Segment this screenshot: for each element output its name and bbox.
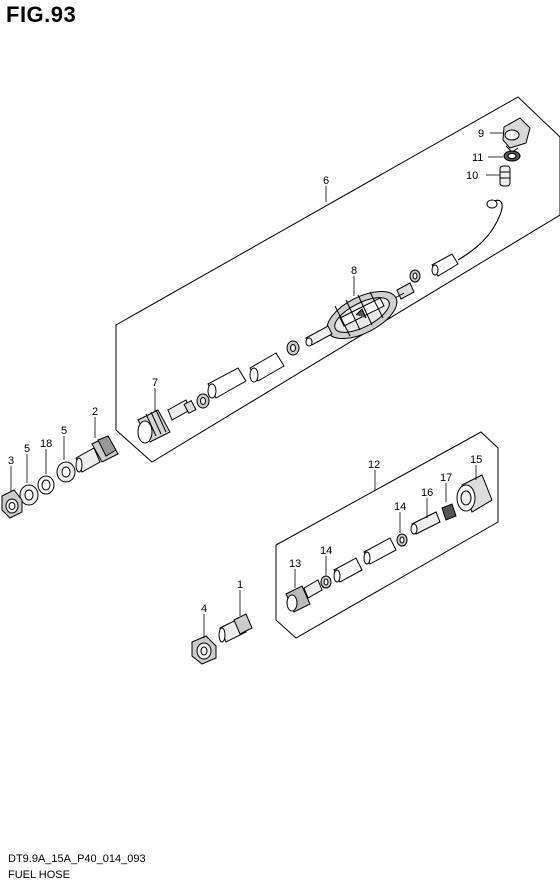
callout-10: 10 — [466, 170, 478, 182]
part-4-nut[interactable] — [191, 635, 217, 665]
part-5-washer-left[interactable] — [19, 484, 39, 506]
part-3-nut[interactable] — [1, 489, 23, 519]
part-11-clip[interactable] — [503, 150, 521, 162]
diagram-code: DT9.9A_15A_P40_014_093 — [8, 853, 146, 865]
callout-18: 18 — [40, 438, 52, 450]
part-2-connector[interactable] — [75, 435, 119, 473]
part-10-fitting[interactable] — [499, 165, 511, 187]
callout-4: 4 — [201, 603, 207, 615]
leader-lines — [10, 132, 504, 638]
callout-labels: 9 11 10 6 8 7 2 5 18 5 3 12 15 17 16 14 … — [8, 128, 484, 615]
diagram-caption: FUEL HOSE — [8, 869, 70, 881]
callout-15: 15 — [470, 454, 482, 466]
callout-6: 6 — [323, 175, 329, 187]
part-1-fitting[interactable] — [218, 613, 253, 643]
callout-13: 13 — [289, 558, 301, 570]
hose-upper-curved — [457, 199, 503, 261]
callout-9: 9 — [478, 128, 484, 140]
hose-clamp-middle[interactable] — [286, 340, 300, 356]
hose-lower-segment — [207, 367, 247, 399]
callout-8: 8 — [351, 265, 357, 277]
part-8-primer-bulb[interactable] — [305, 282, 415, 349]
hose-clamp-upper[interactable] — [409, 269, 421, 283]
part-13-connector[interactable] — [285, 579, 323, 613]
assembly-frame-12 — [275, 431, 499, 639]
part-17-clip[interactable] — [441, 503, 457, 521]
part-18-o-ring[interactable] — [37, 475, 55, 495]
callout-12: 12 — [368, 459, 380, 471]
part-9-connector[interactable] — [502, 117, 531, 153]
callout-3: 3 — [8, 455, 14, 467]
hose-short-upper — [431, 253, 459, 277]
callout-16: 16 — [421, 487, 433, 499]
callout-14-upper: 14 — [394, 501, 406, 513]
callout-5-left: 5 — [24, 443, 30, 455]
part-14-clamp-lower[interactable] — [320, 575, 332, 589]
callout-11: 11 — [472, 152, 483, 164]
callout-14-lower: 14 — [320, 545, 332, 557]
part-5-washer-right[interactable] — [56, 461, 76, 483]
part-14-clamp-upper[interactable] — [396, 533, 408, 547]
callout-7: 7 — [152, 377, 158, 389]
hose-middle — [249, 352, 285, 383]
hose-clamp-lower[interactable] — [196, 393, 210, 409]
callout-17: 17 — [440, 472, 452, 484]
lower-hose-long — [363, 537, 397, 565]
figure-title: FIG.93 — [6, 2, 77, 27]
callout-5-right: 5 — [61, 425, 67, 437]
part-7-engine-connector[interactable] — [137, 399, 197, 444]
part-15-joint[interactable] — [456, 474, 493, 513]
lower-hose-short — [333, 557, 363, 583]
callout-1: 1 — [237, 579, 243, 591]
part-16-fitting[interactable] — [410, 511, 441, 535]
callout-2: 2 — [92, 406, 98, 418]
assembly-frame-6 — [115, 96, 560, 463]
